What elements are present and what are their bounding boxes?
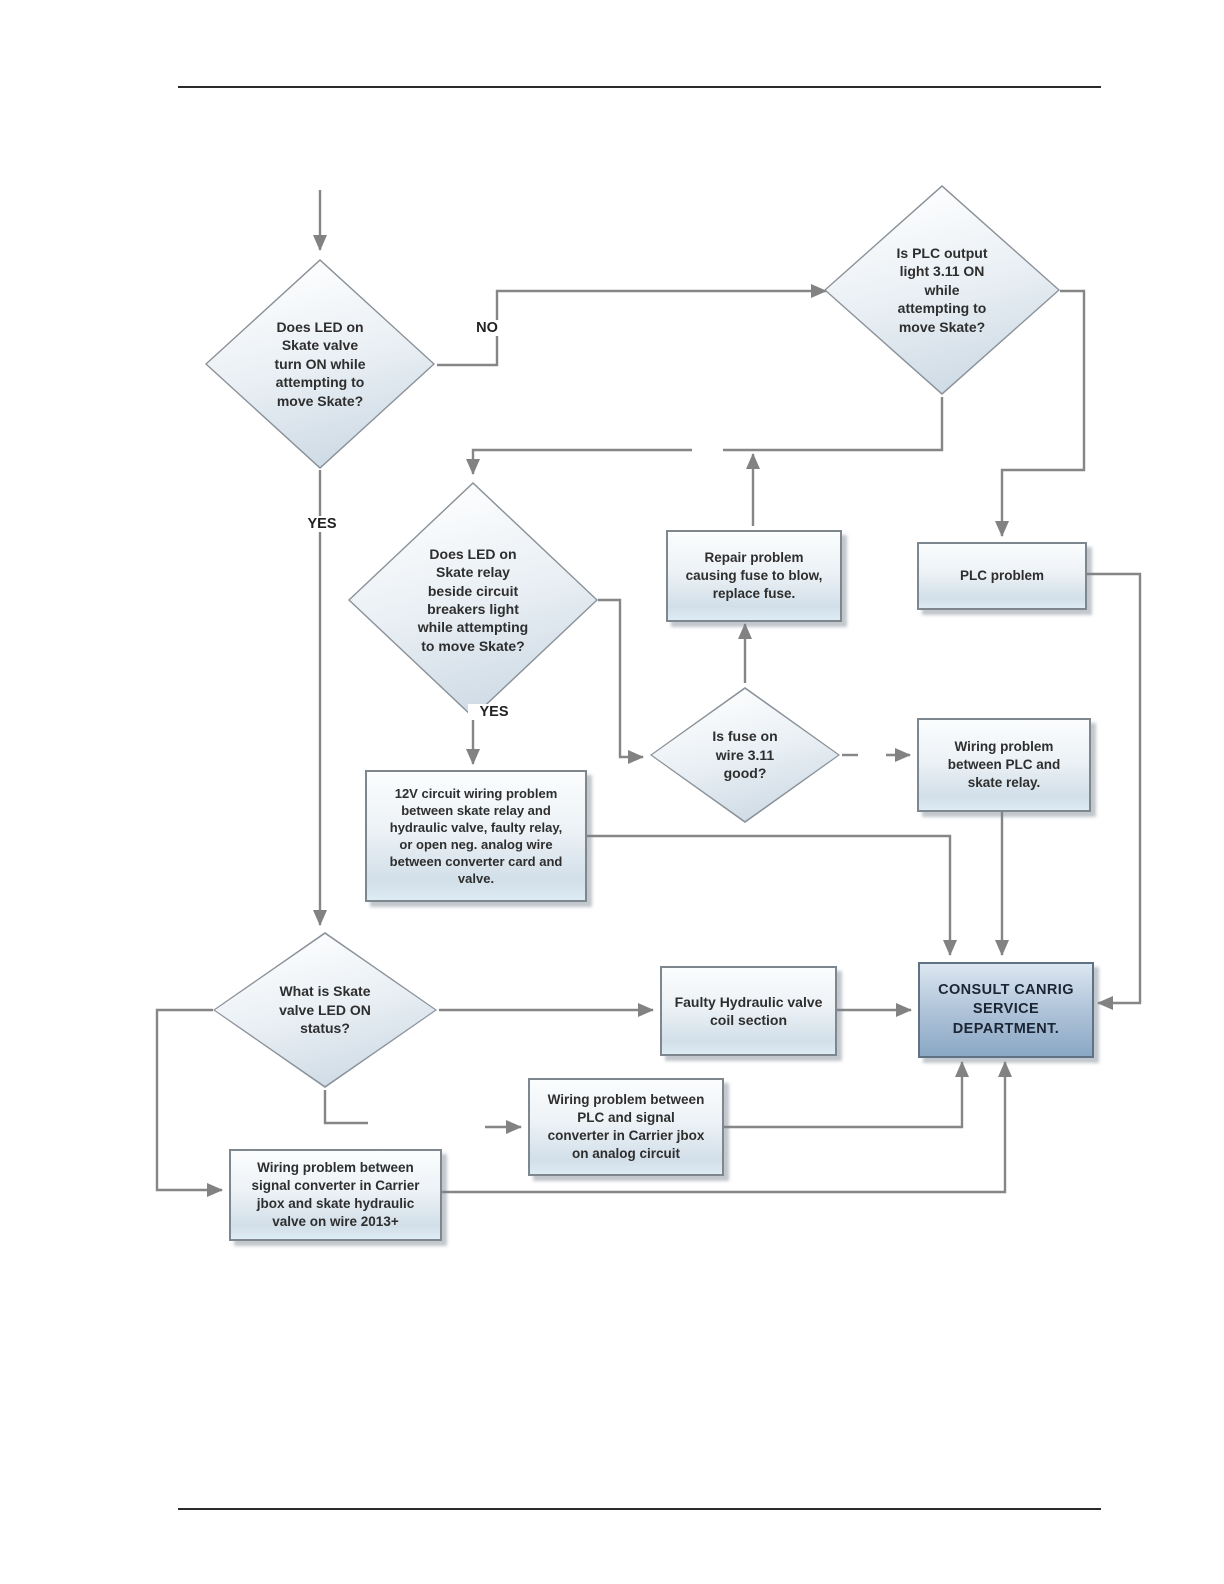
decision-led-skate-valve-label: Does LED on Skate valve turn ON while at… [274,318,366,409]
process-wiring-signal-converter-valve-label: Wiring problem between signal converter … [251,1160,420,1229]
process-wiring-plc-signal-converter: Wiring problem between PLC and signal co… [528,1078,724,1176]
bottom-rule [178,1508,1101,1510]
process-wiring-plc-signal-converter-label: Wiring problem between PLC and signal co… [547,1092,705,1161]
edge-d4-left-2013 [155,1008,223,1197]
edge-plc-problem-consult [1085,572,1142,1010]
edge-label-yes-top: YES [296,516,348,532]
process-wiring-signal-converter-valve: Wiring problem between signal converter … [229,1149,442,1241]
edge-label-no: NO [462,320,512,336]
decision-plc-output-light-label: Is PLC output light 3.11 ON while attemp… [896,244,988,335]
process-wiring-plc-skate-relay: Wiring problem between PLC and skate rel… [917,718,1091,812]
edge-d2-plc-problem [995,289,1086,537]
decision-led-skate-valve: Does LED on Skate valve turn ON while at… [205,259,435,469]
edge-into-d3 [466,448,692,475]
top-rule [178,86,1101,88]
process-12v-circuit-problem: 12V circuit wiring problem between skate… [365,770,587,902]
process-faulty-hydraulic-valve-label: Faulty Hydraulic valve coil section [674,993,823,1028]
edge-d2-down-left [723,397,944,452]
edge-label-yes-mid: YES [468,704,520,720]
process-plc-problem-label: PLC problem [959,568,1044,584]
process-repair-fuse-label: Repair problem causing fuse to blow, rep… [685,550,823,601]
edge-2013-consult [440,1061,1012,1194]
decision-led-skate-relay: Does LED on Skate relay beside circuit b… [348,482,598,718]
process-consult-canrig: CONSULT CANRIG SERVICE DEPARTMENT. [918,962,1094,1058]
process-plc-problem: PLC problem [917,542,1087,610]
decision-skate-valve-led-status: What is Skate valve LED ON status? [213,932,437,1088]
process-consult-canrig-label: CONSULT CANRIG SERVICE DEPARTMENT. [938,982,1074,1037]
edge-d4-down-a [323,1090,368,1125]
edge-12v-consult [585,834,957,956]
edge-d3-fuse [598,598,644,764]
decision-plc-output-light: Is PLC output light 3.11 ON while attemp… [824,185,1060,395]
process-repair-fuse: Repair problem causing fuse to blow, rep… [666,530,842,622]
decision-fuse-wire-label: Is fuse on wire 3.11 good? [712,728,778,782]
process-wiring-plc-skate-relay-label: Wiring problem between PLC and skate rel… [947,739,1061,790]
edge-analog-consult [722,1061,969,1129]
decision-skate-valve-led-status-label: What is Skate valve LED ON status? [279,983,371,1037]
process-faulty-hydraulic-valve: Faulty Hydraulic valve coil section [660,966,837,1056]
process-12v-circuit-problem-label: 12V circuit wiring problem between skate… [389,785,563,887]
decision-led-skate-relay-label: Does LED on Skate relay beside circuit b… [417,545,529,654]
decision-fuse-wire: Is fuse on wire 3.11 good? [650,687,840,823]
